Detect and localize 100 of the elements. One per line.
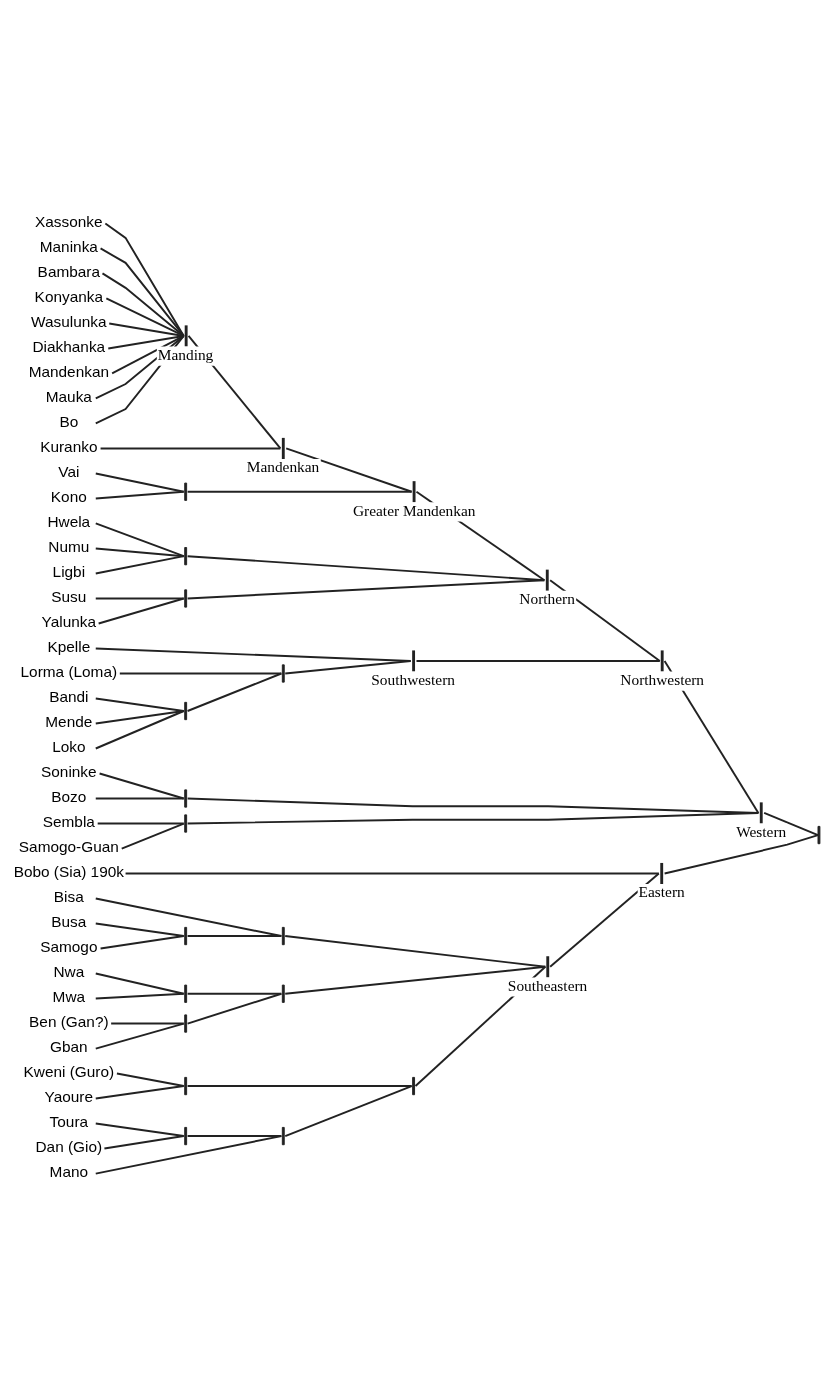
node-bar — [817, 825, 821, 844]
connector — [94, 547, 185, 557]
node-bar — [184, 1126, 188, 1145]
node-text: Samogo — [40, 937, 98, 955]
node-text: Loko — [52, 737, 86, 755]
connector — [94, 554, 185, 574]
node-bar — [184, 788, 188, 808]
node-text: Bobo (Sia) 190k — [13, 862, 124, 880]
connector — [124, 872, 660, 874]
node-text: Bambara — [37, 262, 101, 280]
connector — [94, 709, 185, 724]
connector — [94, 472, 185, 493]
node-text: Mende — [45, 712, 93, 730]
node-text: Kono — [50, 487, 87, 505]
node-bar — [184, 1013, 188, 1033]
node-bar — [184, 701, 188, 720]
connector — [97, 597, 185, 624]
connector — [99, 246, 185, 337]
connector — [94, 972, 185, 995]
connector — [186, 1084, 413, 1087]
node-text: Toura — [49, 1112, 89, 1130]
connector — [94, 522, 185, 557]
node-text: Vai — [58, 462, 80, 480]
node-text: Lorma (Loma) — [20, 662, 118, 680]
node-text: Samogo-Guan — [18, 837, 119, 855]
connector — [284, 659, 412, 674]
connector — [186, 578, 546, 599]
connector — [186, 992, 283, 1024]
connector — [186, 934, 283, 937]
node-text: Mwa — [52, 987, 86, 1005]
node-text: Kpelle — [47, 637, 91, 655]
node-text: Soninke — [41, 762, 97, 780]
connector — [285, 447, 413, 493]
connector — [94, 490, 185, 499]
node-text: Busa — [51, 912, 87, 930]
connector — [186, 1134, 283, 1137]
node-text: Southwestern — [371, 670, 455, 688]
node-bar — [281, 1126, 285, 1145]
connector — [99, 447, 282, 449]
node-text: Kweni (Guro) — [23, 1062, 115, 1080]
node-text: Xassonke — [35, 212, 103, 230]
connector — [101, 271, 185, 337]
node-bar — [184, 926, 188, 945]
connector — [663, 659, 760, 814]
connector — [94, 797, 185, 799]
node-text: Kuranko — [40, 437, 98, 455]
connector — [94, 1134, 283, 1175]
node-text: Bandi — [49, 687, 89, 705]
connector — [94, 709, 185, 749]
connector — [103, 1134, 185, 1150]
node-bar — [184, 984, 188, 1003]
connector — [186, 672, 283, 712]
node-bar — [281, 926, 285, 945]
connector — [94, 992, 185, 999]
node-bar — [184, 588, 188, 608]
node-text: Diakhanka — [32, 337, 106, 355]
node-text: Bo — [59, 412, 79, 430]
node-text: Western — [736, 822, 787, 840]
node-bar — [184, 482, 188, 501]
connector — [549, 872, 660, 968]
node-text: Mauka — [45, 387, 92, 405]
node-text: Yalunka — [41, 612, 97, 630]
connector — [94, 1084, 185, 1099]
connector — [284, 1084, 413, 1137]
connector — [186, 811, 760, 824]
connector — [105, 297, 185, 337]
connector — [98, 772, 185, 799]
connector — [94, 1022, 185, 1049]
connector — [104, 221, 185, 337]
connector — [549, 578, 661, 662]
node-text: Mano — [49, 1162, 89, 1180]
node-text: Ben (Gan?) — [29, 1012, 109, 1030]
connector — [120, 822, 185, 849]
connector — [99, 934, 185, 949]
node-text: Maninka — [39, 237, 98, 255]
node-bar — [281, 663, 285, 683]
node-text: Yaoure — [44, 1087, 94, 1105]
node-text: Wasulunka — [31, 312, 107, 330]
node-text: Susu — [51, 587, 87, 605]
node-bar — [184, 813, 188, 833]
connector — [94, 334, 185, 399]
node-text: Gban — [50, 1037, 88, 1055]
node-text: Ligbi — [52, 562, 86, 580]
node-bar — [184, 546, 188, 565]
node-text: Bozo — [51, 787, 87, 805]
node-text: Konyanka — [34, 287, 104, 305]
node-text: Numu — [48, 537, 90, 555]
connector — [284, 965, 547, 995]
node-bar — [184, 1076, 188, 1095]
node-text: Bisa — [53, 887, 84, 905]
node-text: Mandenkan — [28, 362, 110, 380]
node-text: Sembla — [42, 812, 95, 830]
node-text: Dan (Gio) — [35, 1137, 103, 1155]
node-bar — [281, 984, 285, 1003]
node-text: Nwa — [53, 962, 85, 980]
connector — [763, 811, 819, 836]
node-text: Mandenkan — [246, 457, 320, 475]
node-text: Hwela — [47, 512, 91, 530]
connector — [663, 833, 819, 874]
connector — [415, 659, 661, 662]
